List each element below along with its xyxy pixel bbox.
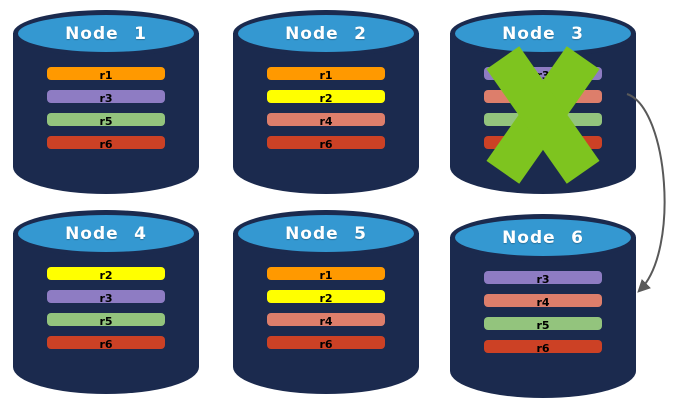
- replica-label: r6: [319, 138, 333, 151]
- node-3: Node 3 r3 r4 r5 r6: [450, 10, 636, 194]
- replica-bar: r2: [47, 267, 165, 282]
- node-title: Node 2: [285, 23, 367, 44]
- replica-bar: r5: [47, 113, 165, 128]
- node-2: Node 2 r1 r2 r4 r6: [233, 10, 419, 194]
- replica-list: r1 r3 r5 r6: [47, 67, 165, 159]
- cylinder-top: Node 3: [450, 10, 636, 57]
- replica-bar: r1: [267, 267, 385, 282]
- replica-bar: r6: [267, 136, 385, 151]
- replica-label: r1: [319, 69, 333, 82]
- cylinder-top: Node 4: [13, 210, 199, 257]
- replica-label: r6: [536, 342, 550, 355]
- replica-label: r3: [99, 92, 113, 105]
- replica-label: r4: [319, 315, 333, 328]
- replica-bar: r5: [484, 317, 602, 332]
- node-4: Node 4 r2 r3 r5 r6: [13, 210, 199, 394]
- replica-label: r2: [319, 92, 333, 105]
- node-title: Node 6: [502, 227, 584, 248]
- cylinder-top: Node 2: [233, 10, 419, 57]
- replica-label: r4: [319, 115, 333, 128]
- replica-bar: r6: [267, 336, 385, 351]
- replica-bar: r3: [47, 90, 165, 105]
- replica-bar: r3: [484, 271, 602, 286]
- replica-bar: r2: [267, 90, 385, 105]
- replica-label: r5: [99, 115, 113, 128]
- replica-bar: r3: [47, 290, 165, 305]
- cylinder-top: Node 6: [450, 214, 636, 261]
- replica-label: r3: [536, 273, 550, 286]
- node-6: Node 6 r3 r4 r5 r6: [450, 214, 636, 398]
- replica-label: r4: [536, 296, 550, 309]
- replica-label: r3: [99, 292, 113, 305]
- replica-label: r6: [319, 338, 333, 351]
- node-title: Node 1: [65, 23, 147, 44]
- replica-label: r5: [536, 319, 550, 332]
- replica-bar: r6: [47, 336, 165, 351]
- replica-bar: r4: [484, 294, 602, 309]
- replica-bar: r1: [267, 67, 385, 82]
- replica-label: r1: [319, 269, 333, 282]
- replica-label: r2: [99, 269, 113, 282]
- replica-list: r1 r2 r4 r6: [267, 267, 385, 359]
- node-title: Node 3: [502, 23, 584, 44]
- replica-label: r2: [319, 292, 333, 305]
- node-title: Node 4: [65, 223, 147, 244]
- replica-label: r1: [99, 69, 113, 82]
- replica-list: r2 r3 r5 r6: [47, 267, 165, 359]
- replica-label: r6: [99, 138, 113, 151]
- replica-bar: r6: [484, 340, 602, 355]
- node-1: Node 1 r1 r3 r5 r6: [13, 10, 199, 194]
- replica-list: r1 r2 r4 r6: [267, 67, 385, 159]
- replica-bar: r4: [267, 313, 385, 328]
- replica-bar: r5: [47, 313, 165, 328]
- node-5: Node 5 r1 r2 r4 r6: [233, 210, 419, 394]
- replica-label: r5: [99, 315, 113, 328]
- replica-list: r3 r4 r5 r6: [484, 271, 602, 363]
- replica-bar: r1: [47, 67, 165, 82]
- replica-label: r6: [99, 338, 113, 351]
- replica-bar: r2: [267, 290, 385, 305]
- replica-bar: r4: [267, 113, 385, 128]
- node-title: Node 5: [285, 223, 367, 244]
- cylinder-top: Node 5: [233, 210, 419, 257]
- replica-bar: r6: [47, 136, 165, 151]
- cylinder-top: Node 1: [13, 10, 199, 57]
